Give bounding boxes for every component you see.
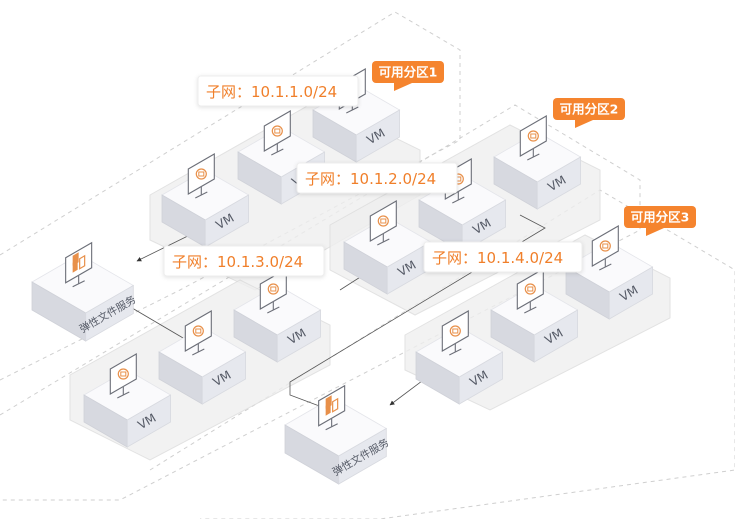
subnet1-label-box: 子网：10.1.1.0/24 bbox=[197, 75, 359, 107]
subnet4-label-text: 子网：10.1.4.0/24 bbox=[432, 249, 563, 267]
vm-monitor-icon bbox=[184, 310, 212, 356]
vm-node-12-right-face bbox=[608, 266, 653, 320]
vm-monitor-icon bbox=[441, 310, 469, 356]
vm-monitor-icon bbox=[369, 200, 397, 246]
zone2-outline bbox=[0, 104, 641, 501]
efs-node-2-right-face bbox=[338, 427, 387, 485]
zone2-badge: 可用分区2 bbox=[553, 98, 625, 128]
vm-node-4: VM bbox=[343, 200, 432, 295]
vm-node-9: VM bbox=[233, 268, 322, 363]
vm-node-6: VM bbox=[493, 115, 582, 210]
link-subnet2-efs2 bbox=[289, 214, 546, 408]
efs-node-2: 弹性文件服务 bbox=[284, 384, 392, 485]
vm-node-7-right-face bbox=[126, 394, 172, 448]
efs-node-1-right-face bbox=[85, 284, 134, 342]
vm-node-9-right-face bbox=[276, 309, 322, 363]
vm-node-7: VM bbox=[83, 353, 172, 448]
zone1-badge-text: 可用分区1 bbox=[379, 65, 438, 80]
node-boxes: VMVMVMVMVMVMVMVMVMVMVMVM弹性文件服务弹性文件服务 bbox=[31, 68, 654, 485]
subnet2-label-text: 子网：10.1.2.0/24 bbox=[305, 170, 436, 188]
zone1-outline bbox=[0, 11, 461, 381]
subnet1-label-text: 子网：10.1.1.0/24 bbox=[206, 83, 337, 101]
efs-node-1: 弹性文件服务 bbox=[31, 241, 139, 342]
vm-monitor-icon bbox=[109, 353, 137, 399]
vm-node-3-right-face bbox=[355, 109, 401, 163]
vm-monitor-icon bbox=[591, 225, 619, 271]
vm-node-10-right-face bbox=[458, 351, 504, 405]
vm-monitor-icon bbox=[516, 268, 544, 314]
vm-node-11: VM bbox=[490, 268, 579, 363]
file-storage-icon bbox=[65, 241, 93, 288]
file-storage-icon bbox=[318, 384, 346, 431]
zone2-badge-text: 可用分区2 bbox=[560, 102, 619, 117]
subnet2-label-box: 子网：10.1.2.0/24 bbox=[296, 162, 458, 194]
vm-node-8-right-face bbox=[201, 351, 247, 405]
zone1-badge: 可用分区1 bbox=[372, 61, 444, 91]
vm-node-1-right-face bbox=[204, 194, 250, 248]
zone3-badge-text: 可用分区3 bbox=[631, 210, 690, 225]
vm-node-12: VM bbox=[565, 225, 654, 320]
vm-node-11-right-face bbox=[533, 309, 578, 363]
zone3-badge: 可用分区3 bbox=[624, 206, 696, 236]
vm-monitor-icon bbox=[187, 153, 215, 199]
subnet3-label-box: 子网：10.1.3.0/24 bbox=[163, 245, 325, 277]
vm-node-10: VM bbox=[415, 310, 504, 405]
vm-monitor-icon bbox=[263, 110, 291, 156]
vm-node-6-right-face bbox=[536, 156, 581, 210]
subnet4-label-box: 子网：10.1.4.0/24 bbox=[423, 241, 583, 273]
subnet3-label-text: 子网：10.1.3.0/24 bbox=[172, 253, 303, 271]
vm-node-8: VM bbox=[158, 310, 247, 405]
vm-monitor-icon bbox=[519, 115, 547, 161]
labels-layer: 子网：10.1.1.0/24 子网：10.1.2.0/24 子网：10.1.3.0/… bbox=[163, 61, 696, 277]
